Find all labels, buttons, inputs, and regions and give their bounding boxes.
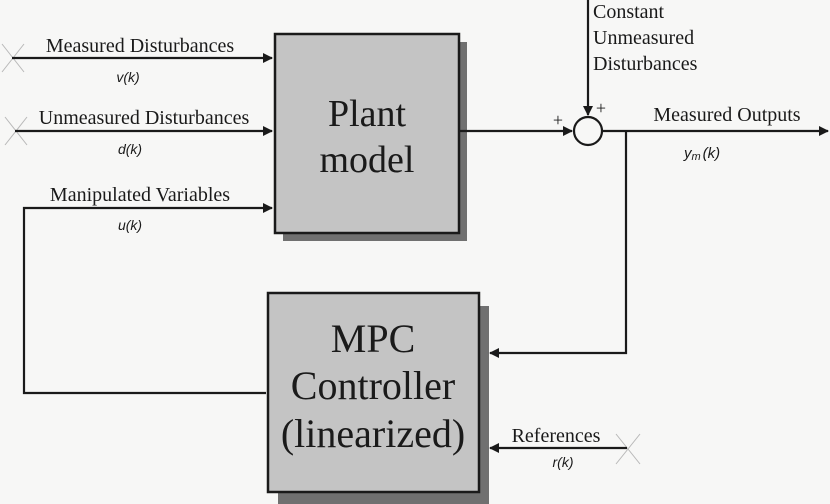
signal-constant-unmeasured-disturbances: Constant Unmeasured Disturbances +	[583, 0, 698, 118]
measured-disturbances-symbol: v(k)	[116, 69, 139, 85]
references-symbol: r(k)	[553, 454, 574, 470]
signal-references: References r(k)	[489, 425, 641, 470]
terminator-cross-icon	[615, 433, 641, 465]
measured-outputs-label: Measured Outputs	[653, 104, 800, 126]
feedback-arrow	[489, 131, 628, 358]
mpc-controller-block: MPC Controller (linearized)	[266, 291, 489, 504]
signal-measured-outputs: Measured Outputs ym(k)	[602, 104, 829, 163]
unmeasured-disturbances-label: Unmeasured Disturbances	[39, 107, 250, 129]
plant-model-block: Plant model	[273, 32, 467, 241]
measured-disturbances-label: Measured Disturbances	[46, 35, 234, 57]
unmeasured-disturbances-symbol: d(k)	[118, 141, 142, 157]
constant-disturbances-line2: Unmeasured	[593, 27, 694, 49]
manipulated-variables-symbol: u(k)	[118, 217, 142, 233]
constant-disturbances-line1: Constant	[593, 1, 665, 23]
references-label: References	[512, 425, 601, 447]
plant-title-line2: model	[320, 139, 415, 181]
manipulated-variables-label: Manipulated Variables	[50, 184, 230, 206]
controller-title-line1: MPC	[331, 316, 416, 361]
signal-unmeasured-disturbances: Unmeasured Disturbances d(k)	[4, 107, 273, 157]
signal-measured-disturbances: Measured Disturbances v(k)	[1, 35, 273, 85]
signal-manipulated-variables: Manipulated Variables u(k)	[22, 184, 273, 395]
summing-junction	[572, 115, 604, 147]
plant-box	[273, 32, 461, 235]
constant-disturbances-line3: Disturbances	[593, 53, 698, 75]
controller-title-line3: (linearized)	[281, 411, 465, 456]
junction-plus-top: +	[596, 98, 606, 118]
plant-title-line1: Plant	[328, 93, 407, 135]
controller-title-line2: Controller	[291, 363, 455, 408]
measured-outputs-symbol: ym(k)	[683, 145, 720, 163]
junction-plus-left: +	[553, 110, 563, 130]
controller-box	[266, 291, 481, 494]
manipulated-variables-arrow	[22, 203, 273, 395]
